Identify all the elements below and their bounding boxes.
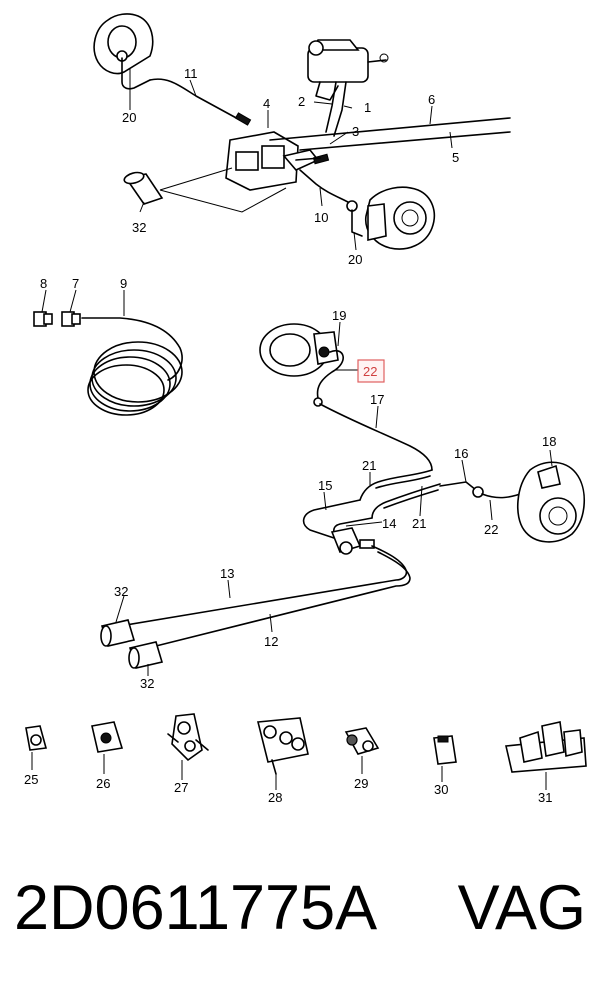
brake-hose-22-front <box>316 349 344 399</box>
part-number: 2D0611775A <box>14 873 378 943</box>
backing-plate-top-right <box>346 186 436 250</box>
brake-hose-11 <box>149 78 241 121</box>
brake-line-diagram: 1 2 3 4 5 6 7 8 9 10 11 12 13 14 15 16 1… <box>24 13 587 805</box>
callout-4: 4 <box>263 96 270 111</box>
callout-22-rear: 22 <box>484 522 498 537</box>
callout-20-right: 20 <box>348 252 362 267</box>
callout-17: 17 <box>370 392 384 407</box>
callout-19: 19 <box>332 308 346 323</box>
callout-26: 26 <box>96 776 110 791</box>
callout-14: 14 <box>382 516 396 531</box>
brand-name: VAG <box>457 873 586 943</box>
fitting-7 <box>61 311 81 327</box>
callout-3: 3 <box>352 124 359 139</box>
callout-32-top: 32 <box>132 220 146 235</box>
callout-30: 30 <box>434 782 448 797</box>
callout-21-upper: 21 <box>362 458 376 473</box>
hose-21-upper <box>359 469 433 501</box>
callout-29: 29 <box>354 776 368 791</box>
clip-31 <box>505 721 587 773</box>
sleeve-32-bottom-lower <box>128 641 164 669</box>
brake-disc-front-left <box>259 323 339 377</box>
callout-7: 7 <box>72 276 79 291</box>
brake-drum-18 <box>516 461 586 543</box>
callout-25: 25 <box>24 772 38 787</box>
callout-28: 28 <box>268 790 282 805</box>
callout-10: 10 <box>314 210 328 225</box>
backing-plate-top-left <box>93 13 154 90</box>
callout-1: 1 <box>364 100 371 115</box>
callout-8: 8 <box>40 276 47 291</box>
t-piece <box>330 527 375 555</box>
brake-distribution-block <box>225 131 330 191</box>
callout-31: 31 <box>538 790 552 805</box>
leader-lines <box>31 68 553 790</box>
brake-line-16 <box>439 481 477 491</box>
brake-line-5 <box>299 131 511 151</box>
footer: 2D0611775A VAG <box>0 870 600 980</box>
callout-22-highlighted: 22 <box>363 364 377 379</box>
brake-line-10 <box>299 169 349 203</box>
brake-line-15 <box>302 499 361 539</box>
brake-booster <box>307 39 389 137</box>
fitting-8 <box>33 311 53 327</box>
callout-5: 5 <box>452 150 459 165</box>
brake-line-6 <box>269 117 511 141</box>
clip-27 <box>167 713 209 762</box>
callout-11: 11 <box>184 66 198 81</box>
callout-6: 6 <box>428 92 435 107</box>
sleeve-32-top <box>123 171 164 205</box>
clip-26 <box>91 721 124 753</box>
callout-2: 2 <box>298 94 305 109</box>
callout-13: 13 <box>220 566 234 581</box>
hose-21-lower <box>371 483 441 519</box>
callout-32-mid: 32 <box>114 584 128 599</box>
clip-25 <box>25 725 48 751</box>
callout-15: 15 <box>318 478 332 493</box>
clip-30 <box>433 735 457 765</box>
callout-21-lower: 21 <box>412 516 426 531</box>
brake-line-17 <box>319 403 433 471</box>
callout-16: 16 <box>454 446 468 461</box>
callout-27: 27 <box>174 780 188 795</box>
sleeve-32-bottom-upper <box>100 619 136 647</box>
callout-9: 9 <box>120 276 127 291</box>
brake-line-coil-9 <box>81 317 183 416</box>
callout-22-highlight[interactable]: 22 <box>357 359 385 383</box>
callout-12: 12 <box>264 634 278 649</box>
callout-18: 18 <box>542 434 556 449</box>
callout-20-top: 20 <box>122 110 136 125</box>
clip-29 <box>344 727 380 755</box>
clip-28 <box>256 717 309 775</box>
callout-32-bottom: 32 <box>140 676 154 691</box>
highlight-box <box>357 359 385 383</box>
brake-line-12 <box>147 551 411 649</box>
